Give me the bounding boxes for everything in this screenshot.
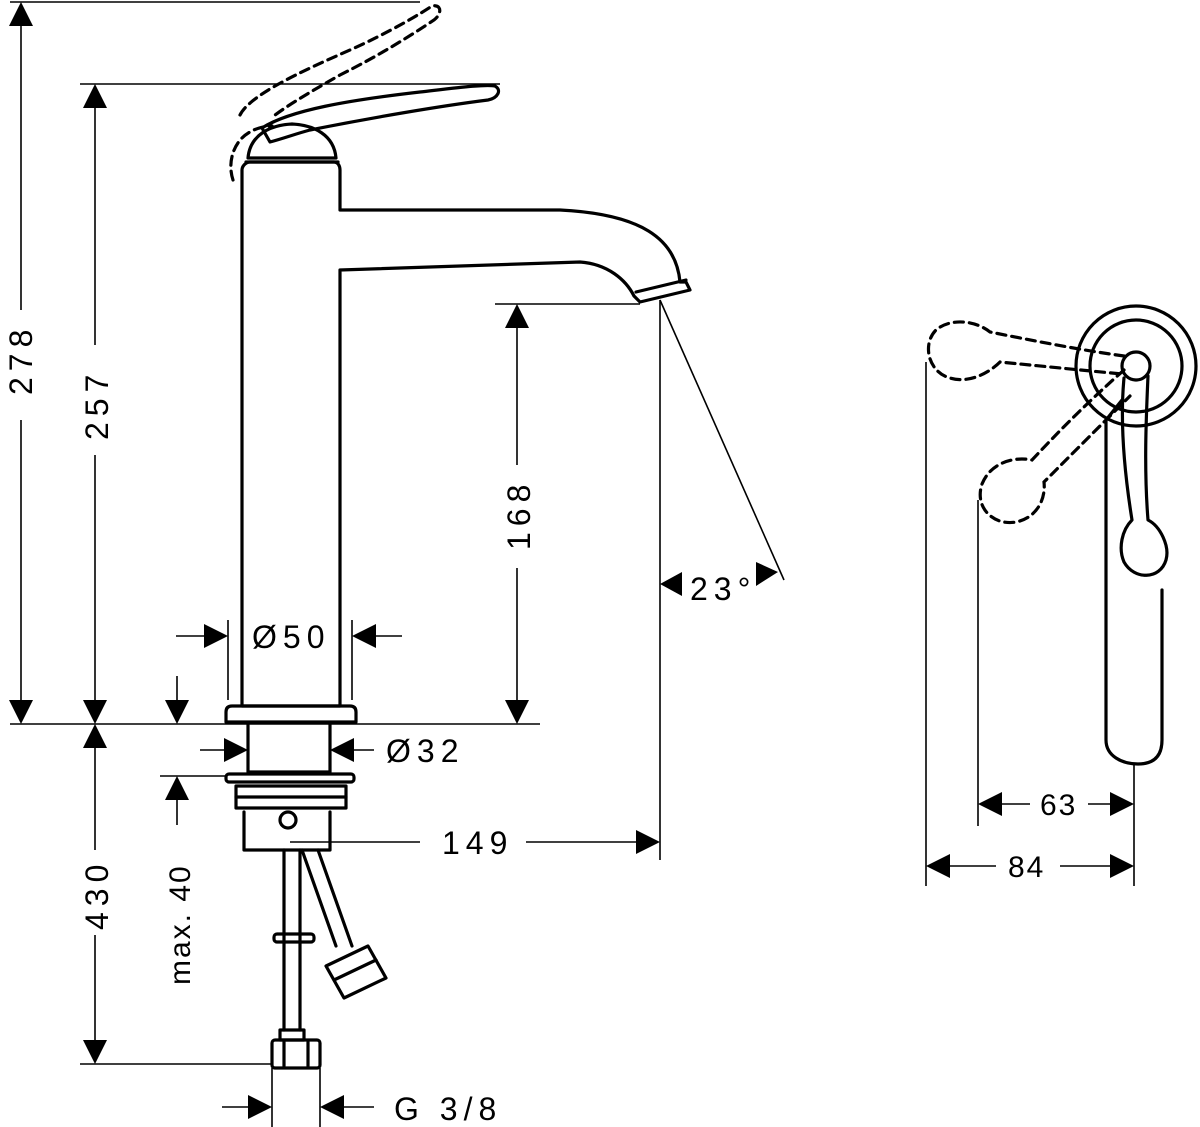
dim-63: 63 (1040, 789, 1077, 822)
lever-raised-outline (238, 4, 442, 117)
hose-right (300, 848, 354, 948)
lever-handle (260, 83, 501, 144)
shank (246, 722, 332, 774)
top-view-outer-ring (1074, 304, 1198, 428)
dim-g-3-8: G 3/8 (394, 1091, 502, 1127)
lever-base-dashed (229, 124, 274, 182)
hose-left (282, 848, 302, 1032)
faucet-side-view (224, 4, 692, 1070)
dim-max-40: max. 40 (164, 864, 197, 985)
dim-278: 278 (3, 324, 39, 395)
body-cap (246, 122, 338, 160)
dim-23-degrees: 23° (690, 571, 756, 607)
aerator-edge (634, 278, 688, 294)
dim-diameter-50: Ø50 (252, 619, 330, 655)
dim-84: 84 (1008, 851, 1045, 884)
dim-257: 257 (79, 369, 115, 440)
dim-149: 149 (442, 825, 513, 861)
hose-connector-right (324, 944, 388, 1000)
faucet-top-view (926, 304, 1198, 766)
faucet-body (240, 160, 692, 708)
dim-168: 168 (501, 479, 537, 550)
base-flange (224, 704, 358, 724)
mounting-nut (234, 784, 348, 810)
dim-diameter-32: Ø32 (386, 733, 464, 769)
washer (224, 772, 356, 784)
top-view-lever-dashed-1 (926, 320, 1126, 382)
top-view-dimensions: 63 84 (925, 362, 1135, 886)
top-view-inner-ring (1088, 318, 1184, 414)
top-view-lever (1119, 374, 1169, 577)
hose-connector-left (270, 1038, 322, 1070)
top-view-lever-dashed-2 (978, 368, 1132, 525)
dim-430: 430 (79, 859, 115, 930)
side-dimensions: 278 257 168 23° Ø50 Ø32 (3, 1, 785, 1127)
